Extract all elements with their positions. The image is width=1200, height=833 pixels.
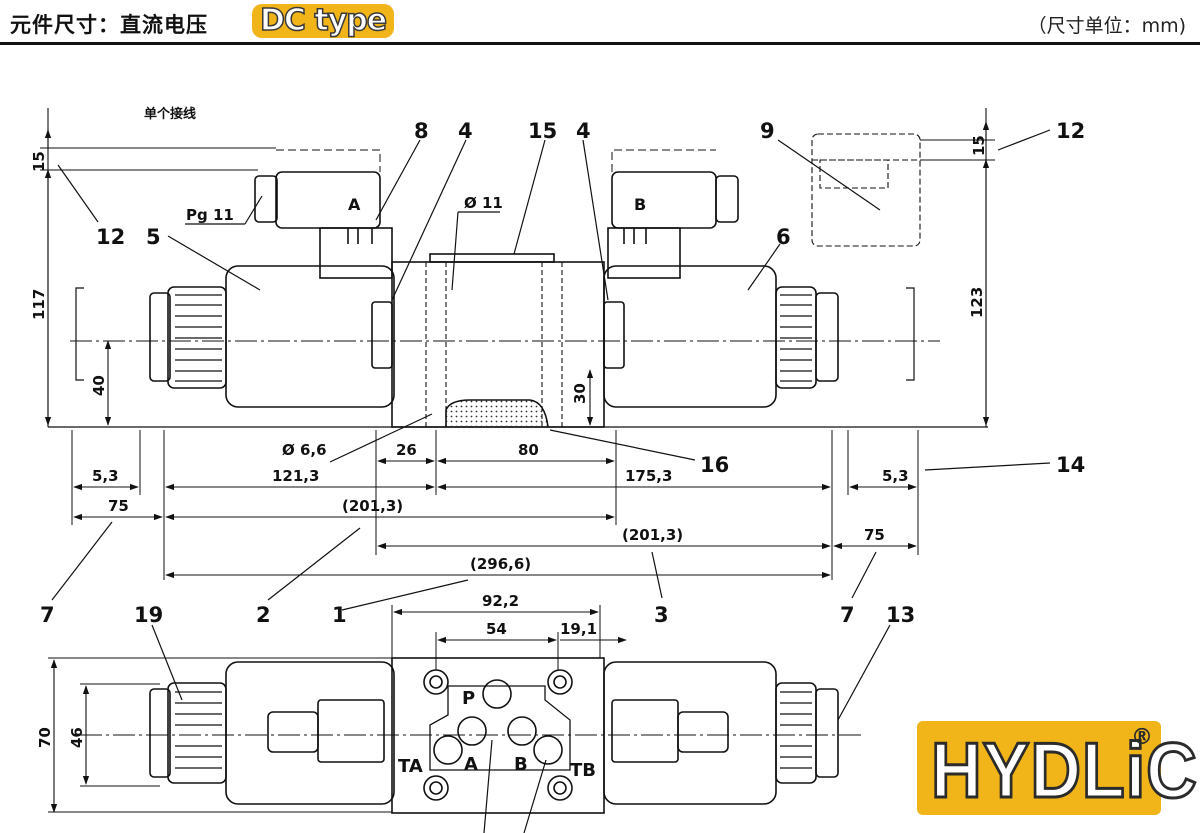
dim-left-total: (201,3) [342,497,403,515]
bottom-view [48,605,891,833]
dim-port-height: 30 [571,383,589,404]
callout-8: 8 [414,119,429,143]
connector-a [254,149,393,279]
logo-text: HYDLiC [930,725,1199,816]
callout-5: 5 [146,225,161,249]
dim-width-total: 92,2 [482,592,519,610]
page-header: 元件尺寸：直流电压 DC type （尺寸单位：mm) [0,0,1200,46]
dim-top-offset: 15 [30,151,48,172]
callout-6: 6 [776,225,791,249]
top-view [40,108,1051,611]
dim-height-right: 123 [968,287,986,318]
dim-height-inner: 46 [68,727,86,748]
dim-right-span: 175,3 [625,467,672,485]
callout-15: 15 [528,119,557,143]
cable-gland-label: Pg 11 [186,206,234,224]
connector-b [607,149,739,279]
dim-left-cap: 75 [108,497,129,515]
left-coil-body [149,265,395,408]
callout-16: 16 [700,453,729,477]
callout-7-right: 7 [840,603,855,627]
callout-13: 13 [886,603,915,627]
right-coil-body [603,265,839,408]
callout-4-left: 4 [458,119,473,143]
port-ta-label: TA [398,756,423,777]
callout-1: 1 [332,603,347,627]
connector-side-view [811,133,935,247]
dim-right-cap: 75 [864,526,885,544]
dim-height-left: 117 [30,289,48,320]
callout-2: 2 [256,603,271,627]
hydlic-logo: HYDLiC ® [917,721,1198,816]
dim-port-spacing: 54 [486,620,507,638]
port-tb-label: TB [570,760,596,781]
page-title: 元件尺寸：直流电压 [10,13,208,37]
callout-19: 19 [134,603,163,627]
dim-right-total: (201,3) [622,526,683,544]
valve-body [371,253,625,428]
dim-right-offset: 15 [970,135,988,156]
dim-body-left: 26 [396,441,417,459]
bore-label: Ø 11 [464,194,503,212]
port-p-label: P [462,688,475,709]
dim-left-ext: 5,3 [92,467,119,485]
callout-7-left: 7 [40,603,55,627]
dim-port-offset: 19,1 [560,620,597,638]
port-a-label: A [464,754,478,775]
dim-left-span: 121,3 [272,467,319,485]
unit-note: （尺寸单位：mm) [1027,15,1186,37]
mount-hole-label: Ø 6,6 [282,441,327,459]
port-b-label: B [514,754,528,775]
dc-type-badge: DC type [252,3,395,38]
registered-mark-icon: ® [1131,725,1153,750]
callout-12-left: 12 [96,225,125,249]
header-rule [0,42,1200,45]
wiring-note: 单个接线 [144,106,196,122]
callout-14: 14 [1056,453,1085,477]
callout-4-right: 4 [576,119,591,143]
dim-axis-height: 40 [90,375,108,396]
callout-3: 3 [654,603,669,627]
callout-9: 9 [760,119,775,143]
solenoid-b-label: B [634,195,646,214]
dim-overall: (296,6) [470,555,531,573]
dim-body-width: 80 [518,441,539,459]
dim-height-total: 70 [36,727,54,748]
callout-12-right: 12 [1056,119,1085,143]
solenoid-a-label: A [348,195,361,214]
dim-right-ext: 5,3 [882,467,909,485]
